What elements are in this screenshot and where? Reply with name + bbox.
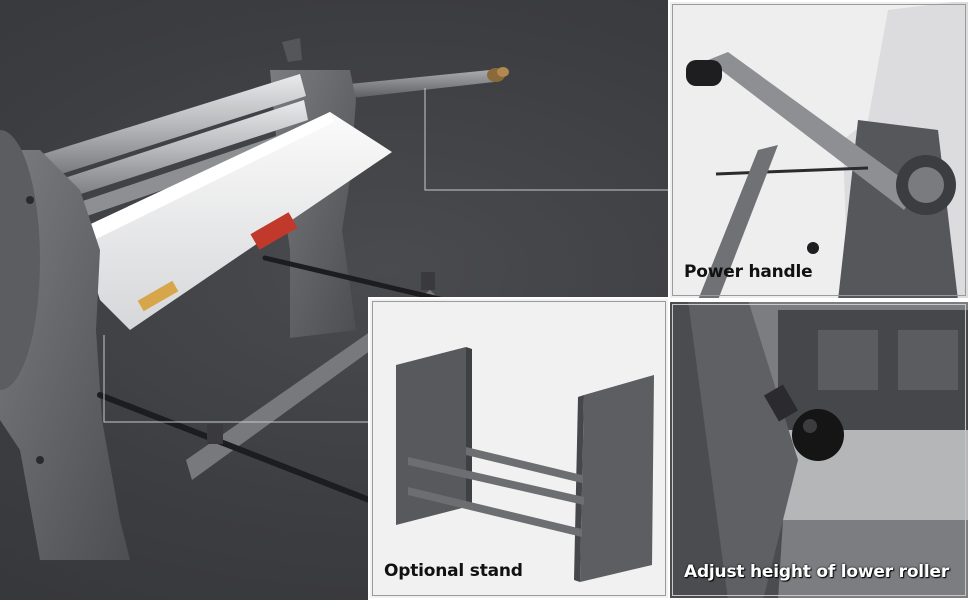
inset-optional-stand: Optional stand bbox=[368, 297, 670, 600]
inset-lower-roller: Adjust height of lower roller bbox=[668, 300, 970, 600]
power-handle-photo bbox=[668, 0, 970, 300]
caption-power-handle: Power handle bbox=[684, 262, 813, 282]
inset-power-handle: Power handle bbox=[668, 0, 970, 300]
caption-lower-roller: Adjust height of lower roller bbox=[684, 562, 950, 582]
caption-optional-stand: Optional stand bbox=[384, 561, 523, 581]
lower-roller-photo bbox=[668, 300, 970, 600]
front-tray bbox=[78, 112, 392, 330]
stand-photo bbox=[368, 297, 670, 600]
left-casting bbox=[0, 130, 130, 560]
handle-arm bbox=[350, 67, 509, 98]
rollers bbox=[30, 74, 308, 226]
